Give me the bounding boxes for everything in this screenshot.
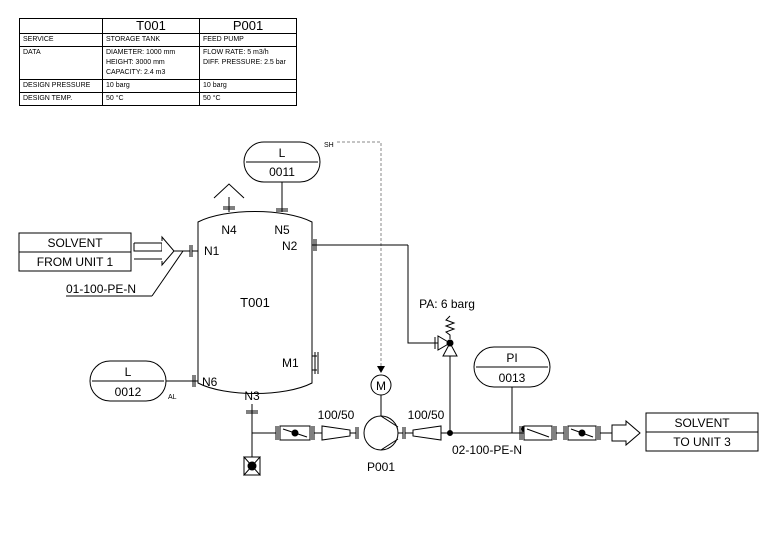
outlet-line2: TO UNIT 3 bbox=[673, 435, 731, 449]
discharge-reducer-icon bbox=[412, 425, 442, 441]
inlet-arrow-icon bbox=[161, 235, 175, 267]
pi-number: 0013 bbox=[499, 371, 526, 385]
pressure-indicator: PI 0013 bbox=[473, 346, 551, 388]
discharge-line: 100/50 02-100-PE-N bbox=[398, 387, 527, 457]
equipment-spec-table: T001 P001 SERVICE STORAGE TANK FEED PUMP… bbox=[19, 18, 297, 106]
table-row: DATA DIAMETER: 1000 mm HEIGHT: 3000 mm C… bbox=[19, 46, 297, 80]
line-number-leader bbox=[151, 250, 184, 297]
inlet-line2: FROM UNIT 1 bbox=[37, 255, 114, 269]
suction-reducer-icon bbox=[321, 425, 351, 441]
table-cell-line: HEIGHT: 3000 mm bbox=[106, 59, 165, 66]
table-cell: DIAMETER: 1000 mm HEIGHT: 3000 mm CAPACI… bbox=[102, 46, 200, 80]
pi-letter: PI bbox=[506, 351, 517, 365]
level-instrument-top: L 0011 SH bbox=[243, 141, 334, 183]
tank-tag: T001 bbox=[240, 295, 270, 310]
reducer-discharge-label: 100/50 bbox=[408, 408, 445, 422]
outlet-valves bbox=[519, 419, 641, 447]
nozzle-n6: N6 bbox=[166, 375, 218, 389]
table-cell: 50 °C bbox=[199, 92, 297, 106]
level-side-number: 0012 bbox=[115, 385, 142, 399]
nozzle-label-n4: N4 bbox=[221, 223, 237, 237]
vent-cap-icon bbox=[213, 183, 245, 199]
line-number-outlet: 02-100-PE-N bbox=[452, 443, 522, 457]
table-cell-line: CAPACITY: 2.4 m3 bbox=[106, 69, 166, 76]
inlet-line1: SOLVENT bbox=[47, 236, 103, 250]
table-cell: 50 °C bbox=[102, 92, 200, 106]
motor-symbol: M bbox=[376, 379, 386, 393]
nozzle-n2-line: N2 bbox=[282, 239, 440, 344]
motor-icon bbox=[370, 374, 392, 396]
pump-tag: P001 bbox=[367, 460, 395, 474]
nozzle-label-n5: N5 bbox=[274, 223, 290, 237]
manway-m1: M1 bbox=[282, 352, 319, 374]
table-header-row: T001 P001 bbox=[19, 18, 297, 34]
drain-valve bbox=[242, 456, 262, 476]
signal-arrow-icon bbox=[377, 366, 385, 373]
nozzle-label-n1: N1 bbox=[204, 244, 220, 258]
level-side-letter: L bbox=[125, 365, 132, 379]
outlet-arrow-icon bbox=[611, 419, 641, 447]
pressure-relief-valve: PA: 6 barg bbox=[419, 297, 475, 433]
inlet-source-box: SOLVENT FROM UNIT 1 bbox=[18, 232, 132, 272]
level-top-number: 0011 bbox=[269, 165, 295, 179]
level-side-signal: AL bbox=[168, 394, 177, 401]
table-cell-line: DIAMETER: 1000 mm bbox=[106, 49, 176, 56]
signal-line bbox=[337, 141, 382, 370]
storage-tank: T001 bbox=[197, 211, 313, 394]
table-cell: FLOW RATE: 5 m3/h DIFF. PRESSURE: 2.5 ba… bbox=[199, 46, 297, 80]
table-cell-line: FLOW RATE: 5 m3/h bbox=[203, 49, 269, 56]
suction-line: 100/50 bbox=[275, 408, 359, 441]
level-top-signal: SH bbox=[324, 142, 334, 149]
level-instrument-side: L 0012 AL bbox=[89, 360, 177, 402]
nozzle-label-m1: M1 bbox=[282, 356, 299, 370]
inlet-line: N1 01-100-PE-N bbox=[66, 235, 220, 297]
line-number-inlet: 01-100-PE-N bbox=[66, 282, 136, 296]
outlet-line1: SOLVENT bbox=[674, 416, 730, 430]
nozzle-label-n6: N6 bbox=[202, 375, 218, 389]
outlet-destination-box: SOLVENT TO UNIT 3 bbox=[645, 412, 759, 452]
relief-label: PA: 6 barg bbox=[419, 297, 475, 311]
nozzle-n5: N5 bbox=[274, 182, 290, 237]
vent-nozzle: N4 bbox=[213, 183, 245, 237]
level-top-letter: L bbox=[279, 146, 286, 160]
nozzle-label-n2: N2 bbox=[282, 239, 298, 253]
reducer-suction-label: 100/50 bbox=[318, 408, 355, 422]
feed-pump: P001 M bbox=[363, 374, 399, 474]
table-cell-line: DIFF. PRESSURE: 2.5 bar bbox=[203, 59, 286, 66]
table-row: DESIGN TEMP. 50 °C 50 °C bbox=[19, 92, 297, 106]
nozzle-label-n3: N3 bbox=[244, 389, 260, 403]
nozzle-n3: N3 bbox=[244, 389, 276, 457]
relief-spring-icon bbox=[444, 315, 456, 339]
